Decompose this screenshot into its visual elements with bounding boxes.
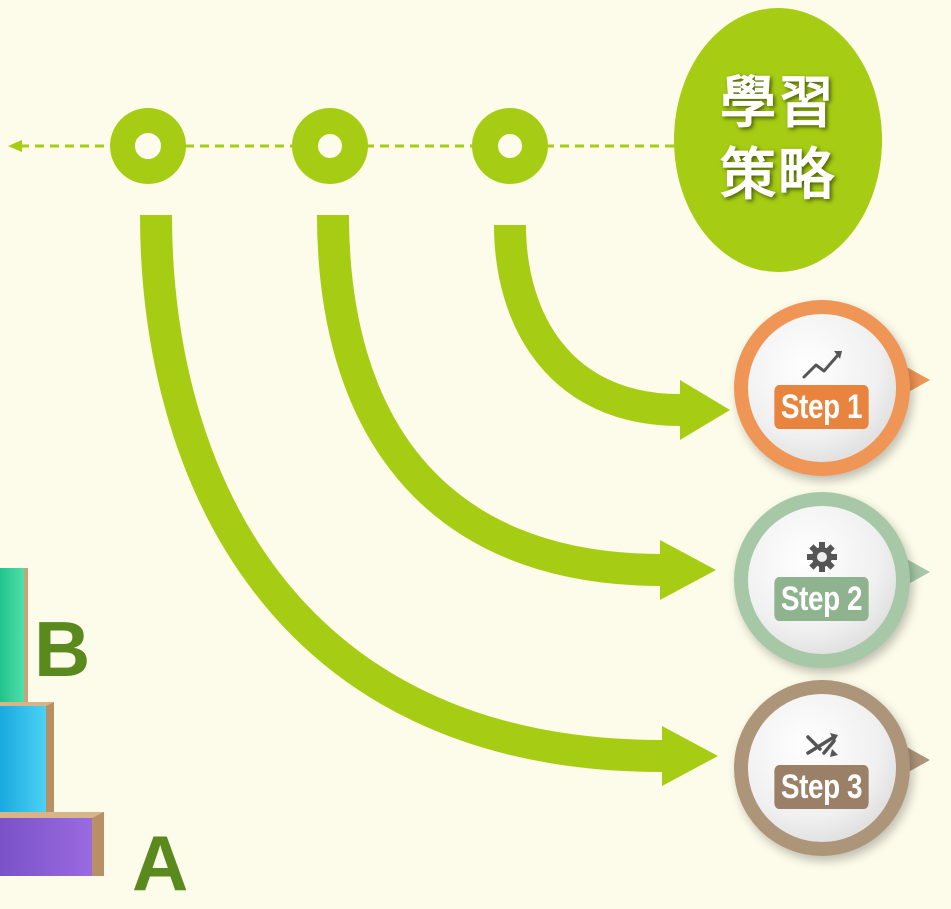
timeline-node-2 [292,108,368,184]
title-line-1: 學習 [720,71,836,137]
step-1-inner: Step 1 [748,314,896,462]
curve-arrow-step-2 [317,214,663,586]
trend-up-icon [802,351,842,379]
title-circle: 學習 策略 [674,8,882,272]
blue-block [0,702,54,816]
purple-block [0,812,104,876]
green-block [0,568,28,702]
step-3-bubble: Step 3 [734,680,930,856]
gear-icon [807,542,837,572]
title-line-2: 策略 [720,143,836,208]
arrowhead-step-3 [662,726,718,786]
arrowhead-step-1 [680,380,730,440]
curve-arrow-step-1 [494,224,681,426]
curve-arrow-step-3 [140,214,663,772]
step-1-bubble: Step 1 [734,300,930,476]
block-letter-b: B [34,605,91,693]
step-3-label: Step 3 [774,765,870,809]
timeline-node-1 [110,108,186,184]
step-1-label: Step 1 [774,385,870,429]
timeline-node-3 [472,108,548,184]
timeline-arrowhead [8,140,22,152]
connector-layer [8,108,730,786]
step-2-label: Step 2 [774,577,870,621]
shuffle-icon [806,733,838,757]
arrowhead-step-2 [660,540,716,600]
block-letter-a: A [132,819,189,907]
step-2-bubble: Step 2 [734,492,930,668]
step-2-inner: Step 2 [748,506,896,654]
step-3-inner: Step 3 [748,694,896,842]
